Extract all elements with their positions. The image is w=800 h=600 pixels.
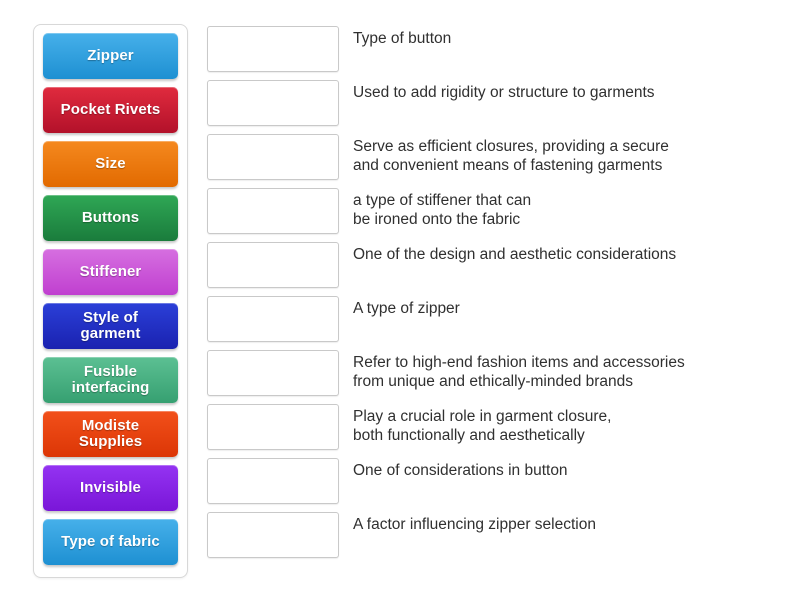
answer-row: Used to add rigidity or structure to gar… xyxy=(207,80,787,126)
tile-label: Invisible xyxy=(80,478,141,496)
definition-text: Serve as efficient closures, providing a… xyxy=(353,138,669,174)
drop-zone[interactable] xyxy=(207,188,339,234)
drop-zone[interactable] xyxy=(207,80,339,126)
definition-text: One of considerations in button xyxy=(353,462,568,479)
draggable-tile[interactable]: Type of fabric xyxy=(43,519,178,565)
tile-label: Style of garment xyxy=(80,308,141,342)
answer-row: A type of zipper xyxy=(207,296,787,342)
tile-label: Modiste Supplies xyxy=(78,416,143,450)
drop-zone[interactable] xyxy=(207,404,339,450)
draggable-tile[interactable]: Fusible interfacing xyxy=(43,357,178,403)
definition-text: A factor influencing zipper selection xyxy=(353,516,596,533)
draggable-tile[interactable]: Pocket Rivets xyxy=(43,87,178,133)
answer-row: A factor influencing zipper selection xyxy=(207,512,787,558)
answer-row: Refer to high-end fashion items and acce… xyxy=(207,350,787,396)
answer-row: Serve as efficient closures, providing a… xyxy=(207,134,787,180)
draggable-tile[interactable]: Invisible xyxy=(43,465,178,511)
tile-label: Stiffener xyxy=(79,262,142,280)
tile-label: Pocket Rivets xyxy=(60,100,161,118)
drop-zone[interactable] xyxy=(207,458,339,504)
drop-zone[interactable] xyxy=(207,242,339,288)
definition-text: Refer to high-end fashion items and acce… xyxy=(353,354,685,390)
tile-label: Fusible interfacing xyxy=(71,362,150,396)
answer-row: One of considerations in button xyxy=(207,458,787,504)
draggable-tile[interactable]: Style of garment xyxy=(43,303,178,349)
tile-label: Size xyxy=(95,154,126,172)
drop-zone[interactable] xyxy=(207,296,339,342)
tile-label: Buttons xyxy=(81,208,140,226)
drop-zone[interactable] xyxy=(207,26,339,72)
definition-text: Used to add rigidity or structure to gar… xyxy=(353,84,655,101)
drop-zone[interactable] xyxy=(207,134,339,180)
definition-text: A type of zipper xyxy=(353,300,460,317)
answer-row: Type of button xyxy=(207,26,787,72)
draggable-tile[interactable]: Size xyxy=(43,141,178,187)
drop-zone[interactable] xyxy=(207,350,339,396)
answer-row: Play a crucial role in garment closure, … xyxy=(207,404,787,450)
draggable-tile[interactable]: Buttons xyxy=(43,195,178,241)
draggable-tile[interactable]: Stiffener xyxy=(43,249,178,295)
answer-row: a type of stiffener that can be ironed o… xyxy=(207,188,787,234)
answer-row: One of the design and aesthetic consider… xyxy=(207,242,787,288)
definition-text: Play a crucial role in garment closure, … xyxy=(353,408,612,444)
draggable-tile[interactable]: Zipper xyxy=(43,33,178,79)
definition-text: a type of stiffener that can be ironed o… xyxy=(353,192,532,228)
definition-text: One of the design and aesthetic consider… xyxy=(353,246,677,263)
tile-label: Zipper xyxy=(87,46,134,64)
draggable-tile[interactable]: Modiste Supplies xyxy=(43,411,178,457)
tile-label: Type of fabric xyxy=(61,532,160,550)
drop-zone[interactable] xyxy=(207,512,339,558)
definition-text: Type of button xyxy=(353,30,452,47)
